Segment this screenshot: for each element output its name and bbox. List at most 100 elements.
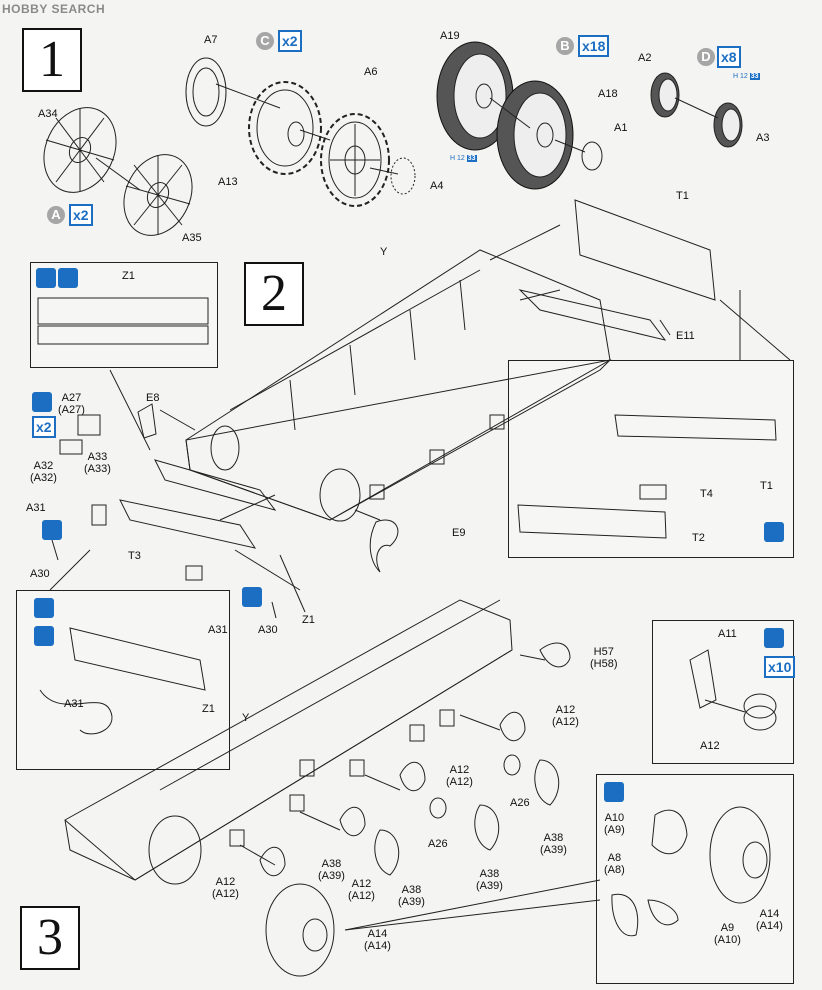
- label-a38-4: A38 (A39): [318, 858, 345, 882]
- label-a26-2: A26: [428, 838, 448, 850]
- hull-y-step2: [185, 249, 612, 522]
- label-t2: T2: [692, 532, 705, 544]
- inset-z1-wiring: [16, 590, 230, 770]
- glue-icon-z1: [36, 268, 56, 288]
- label-z1-inset-lower: Z1: [202, 703, 215, 715]
- paint-icon-z1: [58, 268, 78, 288]
- part-a12-bumper: [743, 705, 777, 731]
- part-e11-plate: [518, 289, 667, 341]
- label-a12-4: A12 (A12): [212, 876, 239, 900]
- label-a30-lower: A30: [258, 624, 278, 636]
- label-a10: A10 (A9): [604, 812, 625, 836]
- hobby-search-logo: HOBBY SEARCH: [2, 2, 106, 16]
- label-a31-left: A31: [26, 502, 46, 514]
- part-z1-plate: [154, 459, 277, 511]
- label-a32: A32 (A32): [30, 460, 57, 484]
- hull-y-step3: [64, 599, 513, 885]
- label-a14: A14 (A14): [364, 928, 391, 952]
- label-a35: A35: [182, 232, 202, 244]
- part-a27-bracket: [77, 414, 101, 436]
- z1-wiring-plate: [69, 627, 206, 691]
- movable-icon-left: [42, 520, 62, 540]
- badge-qty-d: x8: [717, 46, 741, 68]
- part-a31-headlight-lower: [185, 565, 203, 581]
- label-t1-inset: T1: [760, 480, 773, 492]
- part-a18-roadwheel: [496, 80, 574, 190]
- badge-qty-a12: x10: [764, 656, 796, 678]
- step-1-number: 1: [22, 28, 82, 92]
- part-a31-headlight: [91, 504, 107, 526]
- glue-icon-a11: [764, 628, 784, 648]
- inset-t1-detail: [508, 360, 794, 558]
- label-a30-left: A30: [30, 568, 50, 580]
- label-a12-inset: A12: [700, 740, 720, 752]
- glue-icon-a27: [32, 392, 52, 412]
- label-z1-lower: Z1: [302, 614, 315, 626]
- glue-icon-a14: [604, 782, 624, 802]
- part-a9-arm: [647, 899, 679, 926]
- label-e8: E8: [146, 392, 160, 404]
- glue-icon-t1: [764, 522, 784, 542]
- part-a14-idler-detail: [709, 806, 771, 904]
- part-a3-roller: [713, 102, 743, 148]
- label-a9: A9 (A10): [714, 922, 741, 946]
- label-a31-inset: A31: [64, 698, 84, 710]
- part-h57-bracket: [539, 642, 571, 668]
- label-a19: A19: [440, 30, 460, 42]
- part-t3-plate: [119, 499, 257, 549]
- label-y-step2: Y: [380, 246, 388, 258]
- part-a11-arm: [689, 649, 717, 709]
- badge-sprue-c: C: [256, 32, 274, 50]
- label-a2: A2: [638, 52, 652, 64]
- label-a34: A34: [38, 108, 58, 120]
- label-t3: T3: [128, 550, 141, 562]
- paint-note-roadwheels: H 12 33: [450, 155, 477, 162]
- z1-inset-plate: [37, 297, 209, 325]
- label-a11: A11: [718, 628, 737, 640]
- part-a7-disc: [185, 57, 227, 127]
- part-e8-bracket: [137, 403, 157, 439]
- badge-sprue-a: A: [47, 206, 65, 224]
- label-t4: T4: [700, 488, 713, 500]
- badge-qty-a: x2: [69, 204, 93, 226]
- part-a19-roadwheel: [436, 41, 514, 151]
- part-a4-ring: [390, 157, 416, 195]
- label-a1: A1: [614, 122, 628, 134]
- part-a10-cover: [651, 809, 688, 855]
- part-a14-idler: [265, 883, 335, 977]
- label-a13: A13: [218, 176, 238, 188]
- label-y-step3: Y: [242, 712, 250, 724]
- t1-inset-plate: [614, 414, 777, 441]
- movable-icon-lower: [242, 587, 262, 607]
- glue-icon-wiring: [34, 598, 54, 618]
- label-a12-1: A12 (A12): [552, 704, 579, 728]
- t2-inset-plate: [517, 504, 667, 539]
- label-a3: A3: [756, 132, 770, 144]
- part-e9-bracket: [369, 519, 399, 573]
- badge-qty-c: x2: [278, 30, 302, 52]
- label-a38-3: A38 (A39): [398, 884, 425, 908]
- label-a26-1: A26: [510, 797, 530, 809]
- paint-note-rollers: H 12 33: [733, 73, 760, 80]
- part-a2-roller: [650, 72, 680, 118]
- t4-inset-plate: [639, 484, 667, 500]
- part-a8-crank: [611, 893, 639, 937]
- label-a31-lower: A31: [208, 624, 228, 636]
- label-a6: A6: [364, 66, 378, 78]
- label-a27: A27 (A27): [58, 392, 85, 416]
- label-a33: A33 (A33): [84, 451, 111, 475]
- label-a12-2: A12 (A12): [446, 764, 473, 788]
- badge-qty-b: x18: [578, 35, 610, 57]
- label-a4: A4: [430, 180, 444, 192]
- part-t1-plate: [574, 199, 716, 301]
- inset-a14-detail: [596, 774, 794, 984]
- label-a38-1: A38 (A39): [540, 832, 567, 856]
- part-a13-sprocket: [248, 81, 322, 175]
- part-a6-sprocket: [320, 113, 390, 207]
- label-e11: E11: [676, 330, 695, 342]
- step-3-number: 3: [20, 906, 80, 970]
- badge-sprue-b: B: [556, 37, 574, 55]
- badge-qty-a27: x2: [32, 416, 56, 438]
